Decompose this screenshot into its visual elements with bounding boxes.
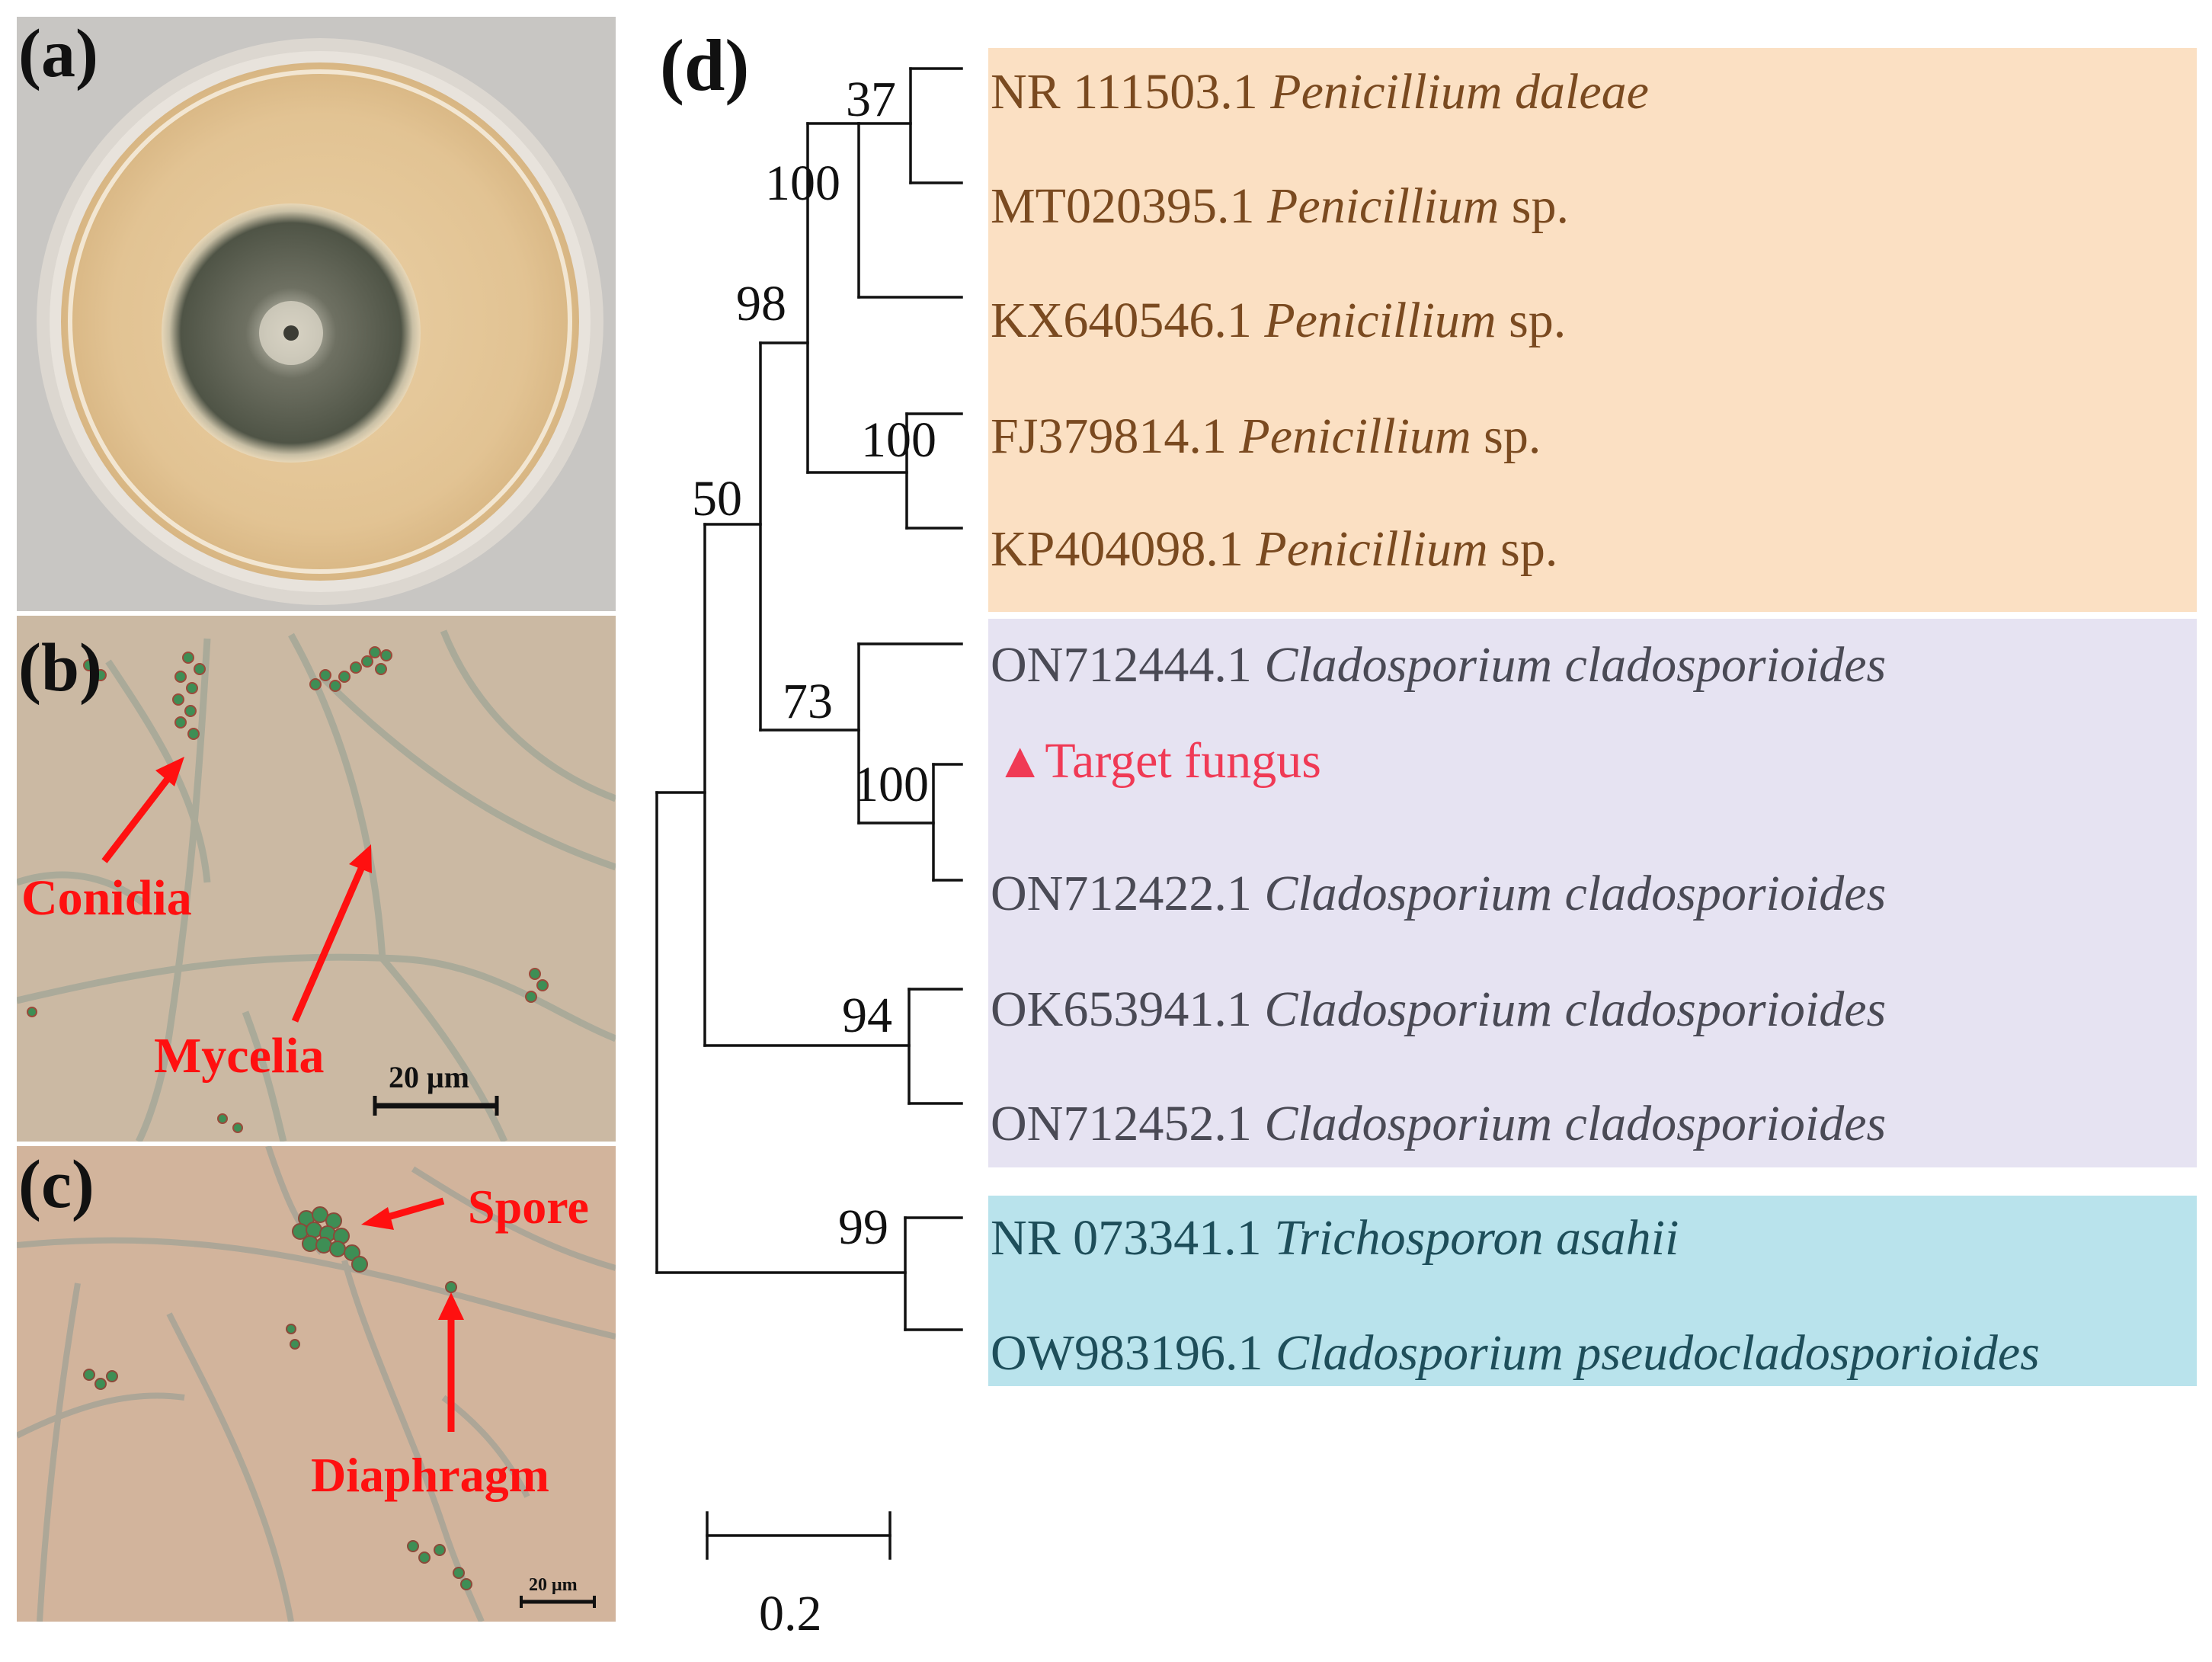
panel-c-micrograph [17, 1146, 616, 1622]
diaphragm-label: Diaphragm [311, 1448, 549, 1502]
bootstrap-100-b: 100 [861, 412, 936, 468]
panel-b-micrograph [17, 616, 616, 1142]
panel-c-letter: (c) [18, 1147, 94, 1222]
leaf-label: OW983196.1 Cladosporium pseudocladospori… [991, 1325, 2040, 1381]
petri-dish-illustration [17, 17, 616, 611]
panel-d-letter: (d) [660, 24, 750, 106]
bootstrap-50: 50 [692, 471, 742, 527]
leaf-label: OK653941.1 Cladosporium cladosporioides [991, 982, 1887, 1037]
bootstrap-98: 98 [736, 276, 786, 331]
bootstrap-99: 99 [838, 1199, 888, 1255]
leaf-label: NR 111503.1 Penicillium daleae [991, 64, 1649, 120]
clade-box-trichosporon [988, 1196, 2197, 1386]
conidia-label: Conidia [21, 870, 192, 926]
panel-a-letter: (a) [18, 17, 98, 91]
tree-scale-label: 0.2 [759, 1586, 822, 1641]
bootstrap-100-a: 100 [765, 155, 840, 211]
bootstrap-37: 37 [846, 72, 896, 127]
panel-b-photo: (b) Conidia Mycelia 20 μm [17, 616, 616, 1142]
leaf-label: KP404098.1 Penicillium sp. [991, 521, 1558, 577]
bootstrap-100-c: 100 [853, 757, 929, 812]
spore-label: Spore [468, 1180, 589, 1234]
mycelia-label: Mycelia [154, 1028, 325, 1084]
leaf-label: ON712422.1 Cladosporium cladosporioides [991, 866, 1887, 921]
bootstrap-73: 73 [783, 674, 833, 729]
panel-c-photo: (c) Spore Diaphragm 20 μm [17, 1146, 616, 1622]
panel-b-scale-label: 20 μm [389, 1060, 469, 1094]
panel-c-arrows [361, 1197, 596, 1608]
target-fungus-label: ▲Target fungus [995, 733, 1321, 789]
clade-box-penicillium [988, 48, 2197, 612]
leaf-label: ON712444.1 Cladosporium cladosporioides [991, 637, 1887, 693]
clade-box-cladosporium [988, 619, 2197, 1167]
leaf-label: ON712452.1 Cladosporium cladosporioides [991, 1096, 1887, 1151]
panel-a-photo: (a) [17, 17, 616, 611]
leaf-label: KX640546.1 Penicillium sp. [991, 293, 1567, 348]
leaf-label: MT020395.1 Penicillium sp. [991, 178, 1569, 234]
panel-c-scale-label: 20 μm [529, 1575, 578, 1595]
panel-b-arrows [101, 757, 499, 1116]
panel-b-letter: (b) [18, 630, 102, 706]
leaf-label: NR 073341.1 Trichosporon asahii [991, 1210, 1679, 1266]
bootstrap-94: 94 [842, 988, 892, 1043]
leaf-label: FJ379814.1 Penicillium sp. [991, 408, 1541, 464]
